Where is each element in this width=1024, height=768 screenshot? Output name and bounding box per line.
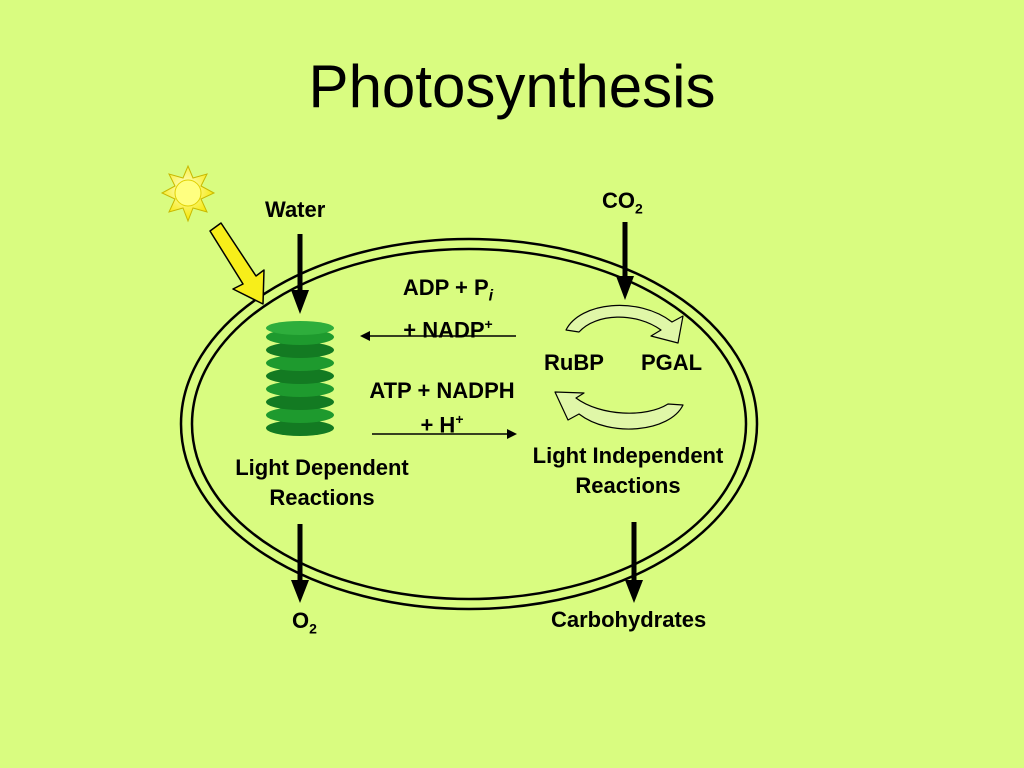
sun-icon [160, 164, 216, 223]
flow-to-calvin-line1: ATP + NADPH [369, 378, 515, 403]
cycle-arrow-bottom-icon [554, 391, 684, 430]
o2-text: O [292, 608, 310, 633]
flow-to-calvin-line2: + H+ [420, 411, 464, 438]
cycle-arrow-top-icon [565, 304, 684, 344]
pgal-label: PGAL [641, 350, 703, 375]
water-arrow [291, 234, 309, 314]
thylakoid-stack-icon [266, 321, 334, 436]
page-title: Photosynthesis [308, 53, 716, 120]
o2-label: O2 [292, 608, 317, 636]
light-dependent-label: Light Dependent Reactions [235, 455, 409, 510]
co2-arrow [616, 222, 634, 300]
water-label: Water [265, 197, 326, 222]
chloroplast-outer-membrane [179, 237, 759, 611]
flow-to-light-label: ADP + Pi + NADP+ [378, 274, 518, 345]
light-independent-label: Light Independent Reactions [532, 443, 724, 498]
flow-to-calvin-label: ATP + NADPH + H+ [352, 377, 532, 439]
co2-label: CO2 [602, 188, 643, 216]
sunlight-arrow [209, 222, 265, 305]
carbohydrates-label: Carbohydrates [551, 607, 707, 632]
flow-to-light-line1: ADP + Pi [402, 275, 494, 305]
co2-subscript: 2 [635, 200, 643, 217]
o2-subscript: 2 [309, 620, 317, 637]
rubp-label: RuBP [544, 350, 604, 375]
o2-arrow [291, 524, 309, 603]
carbohydrates-arrow [625, 522, 643, 603]
chloroplast-inner-membrane [190, 247, 748, 601]
co2-text: CO [602, 188, 635, 213]
flow-to-light-line2: + NADP+ [403, 316, 493, 343]
